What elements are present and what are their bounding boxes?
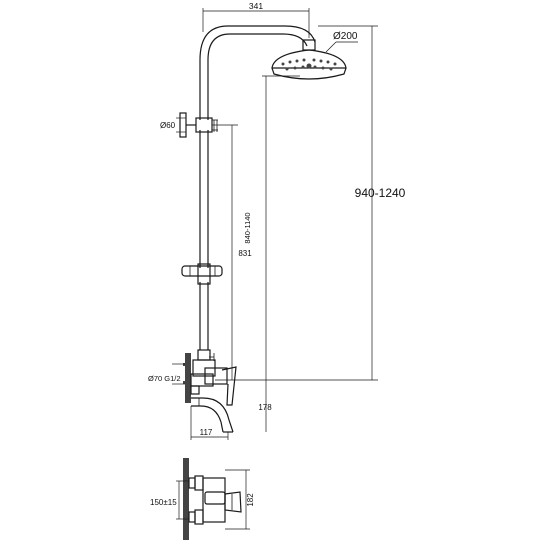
mixer-top-view: [183, 458, 242, 540]
dim-60-lines: [176, 117, 186, 133]
dim-341-lines: [202, 8, 310, 38]
dim-840-1140: 840-1140: [243, 212, 252, 243]
dim-840-1140-lines: [262, 75, 300, 432]
bracket-symbol: [213, 120, 218, 132]
dim-200-leader: [325, 41, 358, 53]
diverter: [192, 349, 216, 377]
mixer-side-view: [183, 353, 237, 406]
dim-117-lines: [190, 406, 229, 440]
dim-831-lines: [212, 124, 238, 380]
slider: [181, 263, 223, 285]
dim-182-lines: [225, 469, 250, 530]
dim-70-g12: Ø70 G1/2: [148, 374, 181, 383]
dim-70-lines: [172, 363, 185, 385]
dim-150-15: 150±15: [150, 498, 177, 507]
dim-940-1240-lines: [215, 25, 378, 381]
dim-117: 117: [200, 428, 213, 437]
riser-pipe: [199, 25, 316, 350]
dim-60: Ø60: [160, 121, 176, 130]
dim-831: 831: [238, 249, 252, 258]
dim-150-lines: [176, 480, 189, 520]
dim-178: 178: [258, 403, 272, 412]
dim-182: 182: [246, 493, 255, 507]
dim-341: 341: [249, 1, 263, 11]
shower-head: [271, 39, 347, 80]
dim-940-1240: 940-1240: [355, 186, 406, 200]
dim-200: Ø200: [333, 31, 358, 42]
